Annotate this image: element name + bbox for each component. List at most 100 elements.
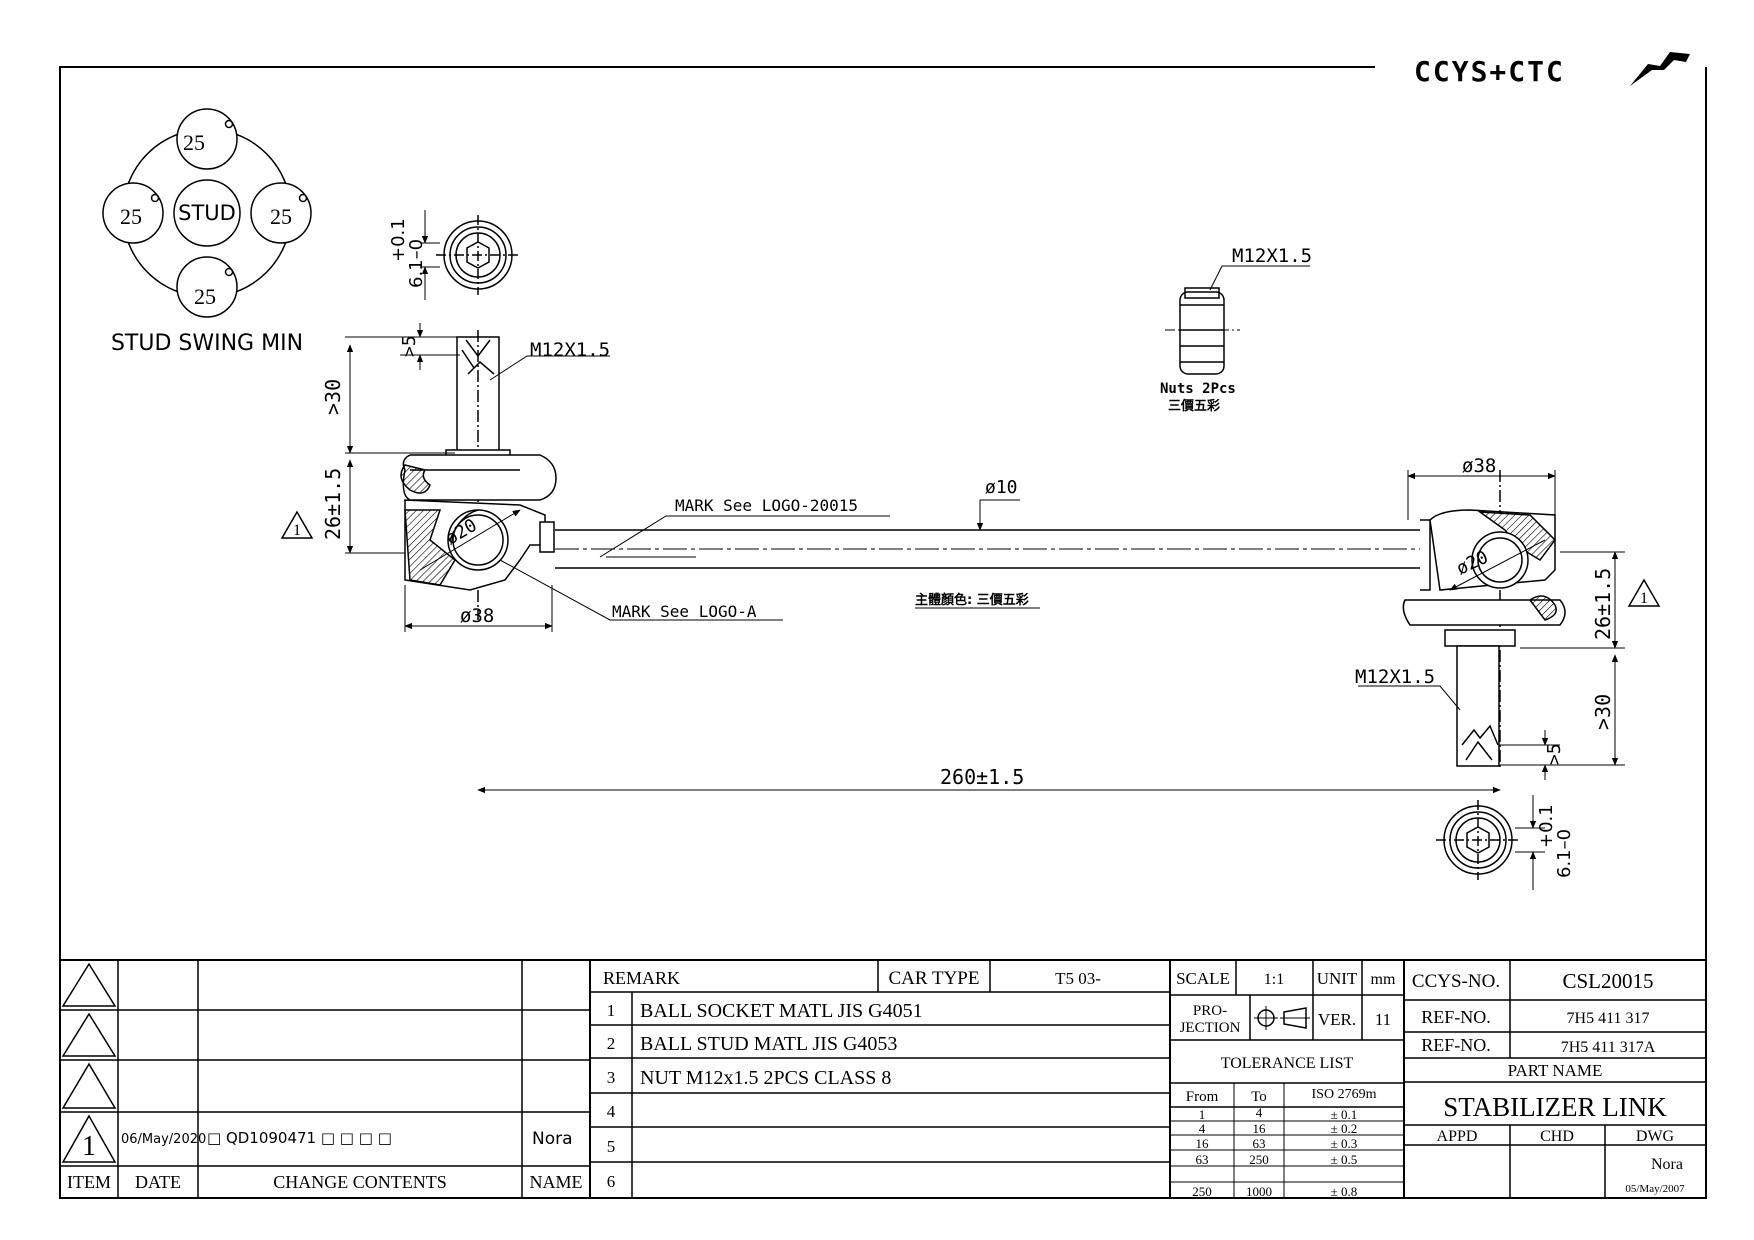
svg-text:16: 16 [1196,1136,1210,1151]
part-name: STABILIZER LINK [1443,1092,1667,1122]
color-note: 主體顏色: 三價五彩 [915,592,1029,608]
dim-30-right: >30 [1591,694,1615,730]
company-logo: CCYS+CTC [1414,52,1690,88]
svg-text:± 0.5: ± 0.5 [1331,1152,1358,1167]
svg-text:4: 4 [1256,1105,1263,1120]
rev-item: 1 [82,1131,96,1162]
nut-thread: M12X1.5 [1232,245,1312,267]
dia38-left: ø38 [460,605,494,627]
dwg-label: DWG [1636,1128,1675,1145]
remark-no: 4 [607,1102,616,1121]
dim-tol-top: +0.1 [388,218,409,262]
appd-label: APPD [1437,1128,1478,1145]
nut-view [1165,265,1310,375]
logo-text: CCYS+CTC [1414,55,1565,88]
projection-label-2: JECTION [1180,1020,1241,1036]
unit-label: UNIT [1317,969,1358,988]
tolerance-title: TOLERANCE LIST [1221,1055,1354,1072]
svg-text:1: 1 [1640,590,1648,607]
car-type-value: T5 03- [1055,969,1101,988]
ccys-label: CCYS-NO. [1412,971,1500,992]
title-block [60,959,1706,1198]
mark-logo-note: MARK See LOGO-20015 [675,496,858,515]
revision-marker-right: 1 [1627,578,1661,607]
nuts-label: Nuts 2Pcs [1160,381,1236,397]
dim-hex-top: 6.1–0 [406,239,427,288]
rev-date: 06/May/2020 [121,1132,206,1147]
dim-30-left: >30 [321,379,345,415]
remark-text: NUT M12x1.5 2PCS CLASS 8 [640,1067,891,1089]
svg-text:4: 4 [1199,1121,1206,1136]
svg-text:± 0.1: ± 0.1 [1331,1107,1358,1122]
nuts-color: 三價五彩 [1168,398,1220,414]
swing-center-label: STUD [178,201,236,225]
scale-label: SCALE [1176,969,1230,988]
swing-angle-top: 25 [183,130,205,155]
stud-swing-diagram [102,108,312,318]
thread-right: M12X1.5 [1355,666,1435,688]
part-name-label: PART NAME [1508,1061,1603,1080]
remark-rows: 1 BALL SOCKET MATL JIS G4051 2 BALL STUD… [607,1000,923,1191]
dim-26-right: 26±1.5 [1591,568,1615,640]
svg-text:1000: 1000 [1246,1184,1272,1199]
revision-marker-left: 1 [280,510,314,539]
swing-caption: STUD SWING MIN [111,331,303,356]
swing-angle-left: 25 [120,204,142,229]
ver-label: VER. [1318,1010,1356,1029]
left-hex-end-view [420,210,520,300]
logo-mark-icon [1630,52,1690,86]
ref1-value: 7H5 411 317 [1567,1010,1650,1027]
overall-length: 260±1.5 [940,765,1024,789]
svg-text:1: 1 [1199,1107,1206,1122]
remark-no: 3 [607,1068,616,1087]
hdr-name: NAME [530,1172,583,1192]
rev-name: Nora [532,1129,573,1149]
dia38-right: ø38 [1462,455,1496,477]
dim-26-left: 26±1.5 [321,468,345,540]
remark-no: 2 [607,1034,616,1053]
svg-text:± 0.8: ± 0.8 [1331,1184,1358,1199]
svg-text:250: 250 [1192,1184,1212,1199]
hdr-contents: CHANGE CONTENTS [273,1172,447,1192]
tolerance-rows: 1 4 ± 0.1 4 16 ± 0.2 16 63 ± 0.3 63 250 … [1192,1105,1357,1199]
tol-iso-header: ISO 2769m [1312,1087,1377,1102]
hdr-item: ITEM [67,1172,111,1192]
dim-5-right: >5 [1544,743,1565,765]
ref2-value: 7H5 411 317A [1561,1039,1656,1056]
remark-no: 5 [607,1137,616,1156]
scale-value: 1:1 [1264,971,1284,988]
dwg-name: Nora [1651,1156,1683,1173]
drawing-border [59,66,1707,1199]
dim-hex-bottom: 6.1–0 [1554,829,1575,878]
chd-label: CHD [1540,1128,1574,1145]
mark-logo-a-note: MARK See LOGO-A [612,602,757,621]
projection-label-1: PRO- [1193,1003,1227,1019]
svg-text:1: 1 [293,522,301,539]
unit-value: mm [1371,971,1396,988]
ref1-label: REF-NO. [1421,1007,1491,1027]
svg-text:63: 63 [1196,1152,1209,1167]
swing-angle-right: 25 [270,204,292,229]
thread-left: M12X1.5 [530,339,610,361]
remark-no: 1 [607,1001,616,1020]
ref2-label: REF-NO. [1421,1035,1491,1055]
dim-5-left: >5 [399,335,420,357]
left-ball-joint [345,323,1420,632]
svg-text:63: 63 [1253,1136,1266,1151]
remark-no: 6 [607,1172,616,1191]
right-ball-joint [477,470,1625,794]
rev-contents: □ QD1090471 □ □ □ □ [207,1129,392,1147]
tol-from-header: From [1186,1089,1219,1105]
dwg-date: 05/May/2007 [1625,1183,1685,1195]
remark-text: BALL SOCKET MATL JIS G4051 [640,1000,923,1022]
svg-text:± 0.2: ± 0.2 [1331,1121,1358,1136]
svg-text:250: 250 [1249,1152,1269,1167]
svg-text:16: 16 [1253,1121,1267,1136]
ccys-value: CSL20015 [1562,969,1653,993]
car-type-label: CAR TYPE [889,968,980,989]
remark-label: REMARK [603,968,680,988]
svg-text:± 0.3: ± 0.3 [1331,1136,1358,1151]
right-hex-end-view [1436,795,1545,890]
tol-to-header: To [1251,1089,1267,1105]
